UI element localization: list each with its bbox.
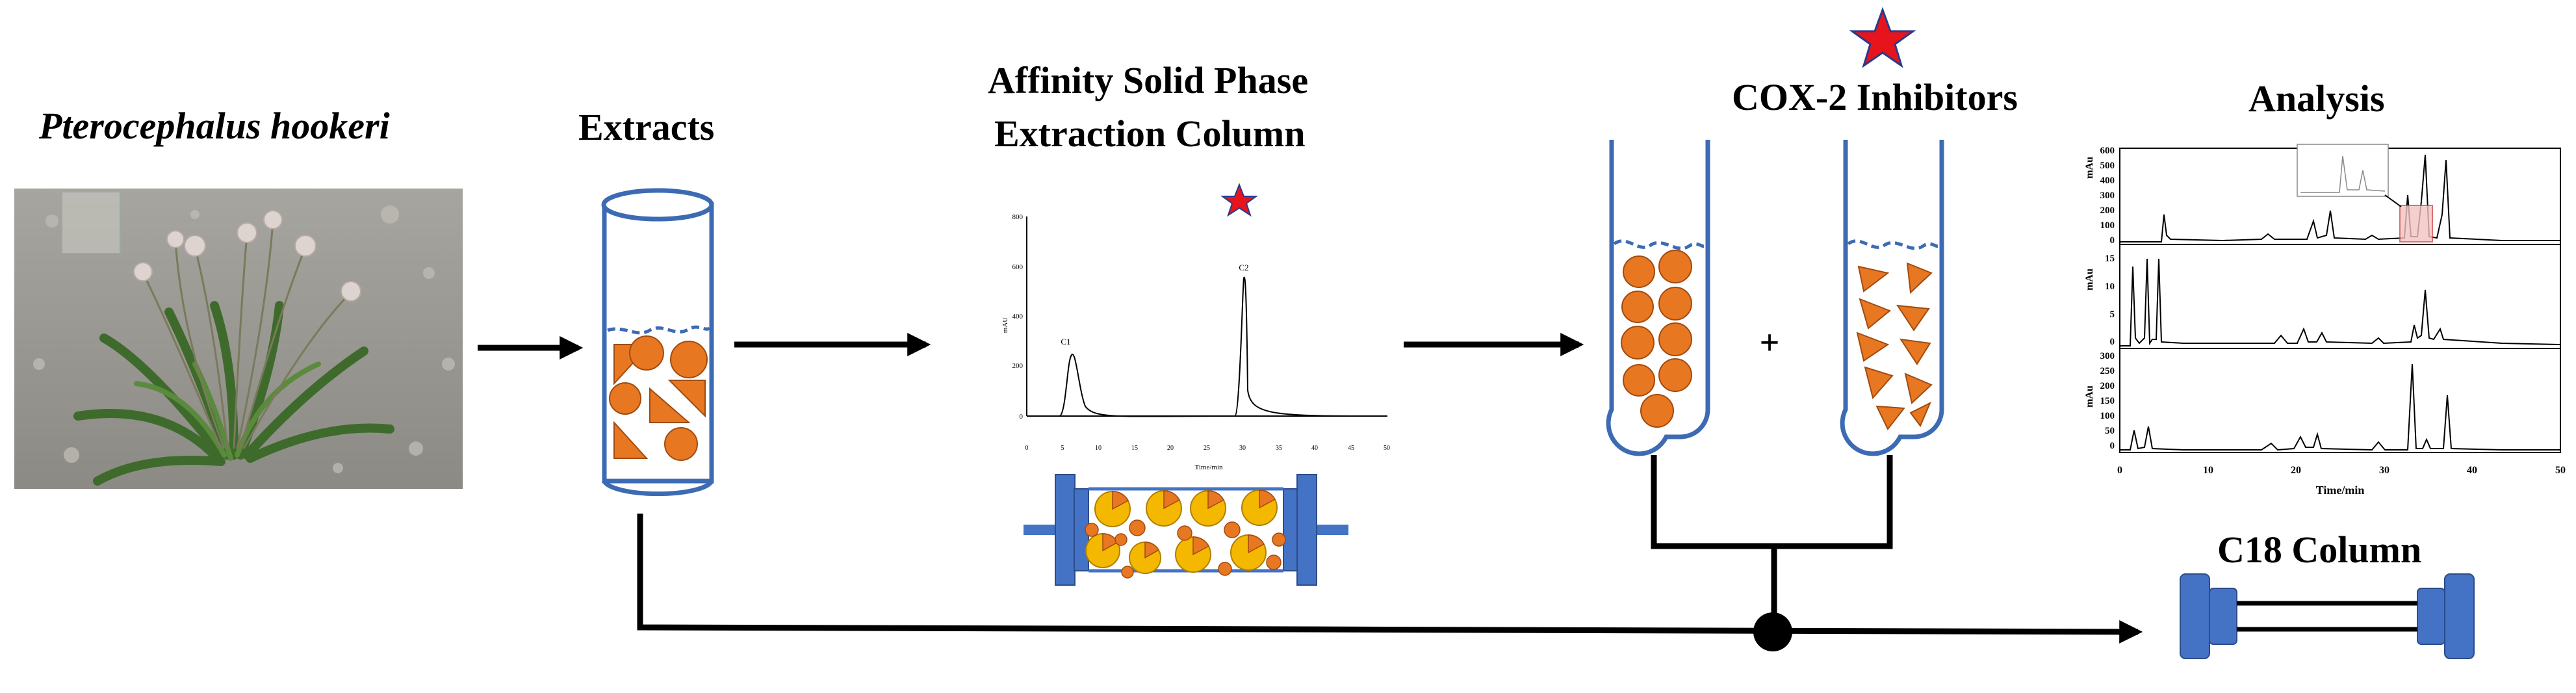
panel1-ytick: 500 [2100, 161, 2115, 171]
asp-xtick: 45 [1348, 445, 1354, 452]
panel2-ytick: 0 [2110, 337, 2115, 347]
analysis-xtick: 40 [2467, 465, 2477, 476]
asp-ylabel: mAU [1001, 317, 1009, 333]
asp-xtick: 30 [1239, 445, 1246, 452]
panel1-ytick: 200 [2100, 205, 2115, 216]
extracts-label: Extracts [578, 106, 715, 148]
asp-xtick: 25 [1204, 445, 1210, 452]
asp-ytick: 600 [1012, 263, 1024, 271]
analysis-xtick: 0 [2117, 465, 2122, 476]
peak-label-c2: C2 [1239, 263, 1248, 272]
asp-xtick: 15 [1131, 445, 1138, 452]
plus-sign: + [1760, 323, 1780, 362]
analysis-xtick: 30 [2379, 465, 2389, 476]
panel1-ytick: 600 [2100, 146, 2115, 156]
plant-photo [14, 189, 463, 489]
non-binding-tube [1606, 140, 1710, 456]
panel3-ytick: 0 [2110, 441, 2115, 451]
panel3-ytick: 100 [2100, 411, 2115, 421]
affinity-column [1024, 474, 1348, 586]
asp-xtick: 50 [1384, 445, 1390, 452]
panel3-ytick: 50 [2105, 426, 2115, 436]
target-star-icon [1220, 183, 1259, 217]
asp-column-label-line1: Affinity Solid Phase [988, 59, 1309, 101]
cox2-inhibitors-label: COX-2 Inhibitors [1732, 76, 2018, 118]
asp-xtick: 35 [1276, 445, 1282, 452]
analysis-xtick: 20 [2291, 465, 2301, 476]
panel2-ytick: 5 [2110, 309, 2115, 320]
asp-ytick: 400 [1012, 313, 1024, 320]
analysis-chart: 600 500 400 300 200 100 0 15 10 5 0 300 … [2084, 144, 2566, 497]
asp-xlabel: Time/min [1195, 464, 1223, 471]
panel1-ytick: 0 [2110, 235, 2115, 246]
panel1-ytick: 100 [2100, 220, 2115, 231]
panel3-ytick: 300 [2100, 351, 2115, 361]
extracts-tube [601, 188, 714, 497]
asp-xtick: 10 [1095, 445, 1101, 452]
asp-ytick: 800 [1012, 213, 1024, 221]
analysis-xtick: 50 [2555, 465, 2566, 476]
analysis-label: Analysis [2248, 77, 2385, 120]
panel3-ylabel: mAu [2084, 386, 2095, 408]
flow-arrows [478, 333, 2143, 644]
asp-xtick: 40 [1311, 445, 1318, 452]
asp-ytick: 0 [1020, 413, 1024, 421]
c18-column [2180, 573, 2475, 659]
merge-node [1753, 612, 1792, 651]
panel2-ylabel: mAu [2084, 268, 2095, 291]
panel3-ytick: 200 [2100, 381, 2115, 391]
c18-column-label: C18 Column [2217, 529, 2422, 571]
analysis-xtick: 10 [2203, 465, 2213, 476]
peak-label-c1: C1 [1061, 337, 1070, 346]
cox2-inhibitor-tube [1840, 140, 1944, 456]
panel3-ytick: 250 [2100, 366, 2115, 376]
panel1-ytick: 400 [2100, 176, 2115, 186]
asp-xtick: 0 [1025, 445, 1029, 452]
panel3-ytick: 150 [2100, 396, 2115, 406]
panel2-ytick: 15 [2105, 254, 2115, 264]
analysis-xlabel: Time/min [2316, 484, 2365, 497]
inhibitor-star-icon [1849, 7, 1916, 68]
panel1-ytick: 300 [2100, 190, 2115, 201]
panel2-ytick: 10 [2105, 281, 2115, 292]
panel1-ylabel: mAu [2084, 157, 2095, 179]
asp-xtick: 20 [1167, 445, 1174, 452]
asp-column-label-line2: Extraction Column [994, 112, 1306, 155]
asp-ytick: 200 [1012, 362, 1024, 370]
plant-label: Pterocephalus hookeri [39, 105, 390, 147]
asp-chromatogram: 800 600 400 200 0 0 5 10 15 20 25 30 35 … [1001, 213, 1390, 471]
asp-xtick: 5 [1061, 445, 1064, 452]
